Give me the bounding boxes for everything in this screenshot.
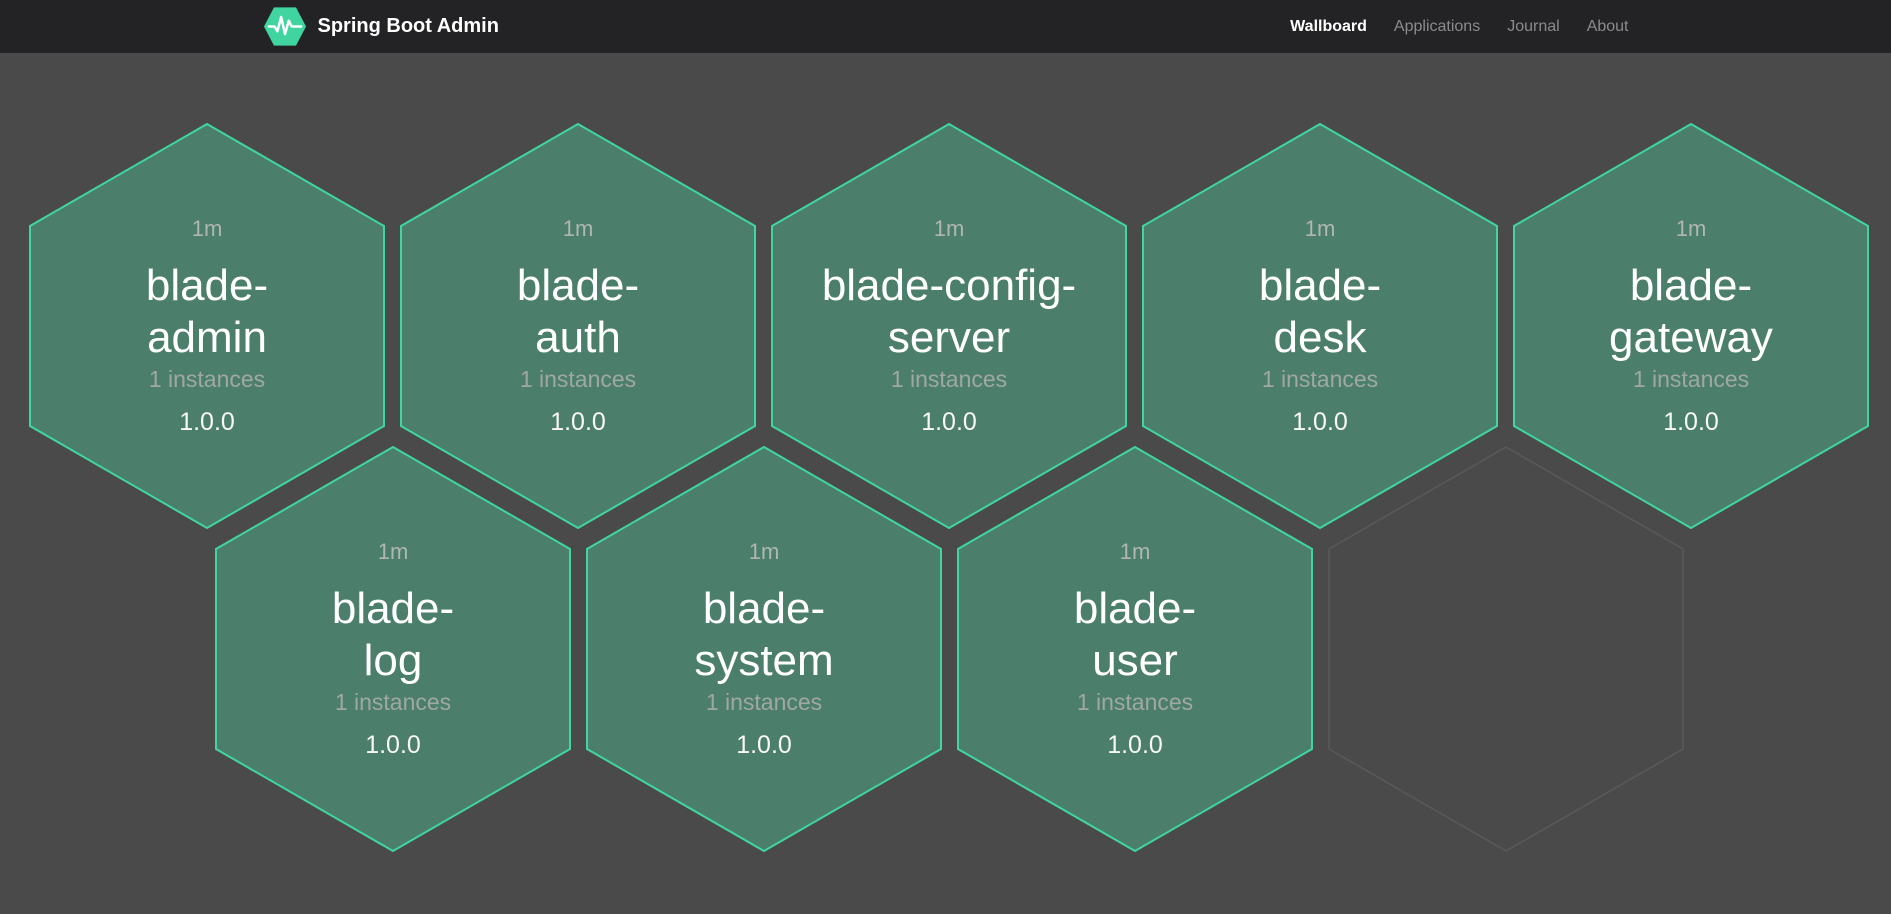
- app-uptime: 1m: [1304, 215, 1336, 241]
- nav-item-applications[interactable]: Applications: [1393, 17, 1481, 35]
- app-uptime: 1m: [748, 538, 780, 564]
- app-instances: 1 instances: [1076, 688, 1194, 715]
- hexagon-content: 1m blade- desk 1 instances 1.0.0: [1142, 123, 1498, 529]
- app-version: 1.0.0: [921, 407, 977, 436]
- hexagon-shape: [957, 446, 1313, 852]
- hexagon-content: 1m blade-config- server 1 instances 1.0.…: [771, 123, 1127, 529]
- hexagon-content: 1m blade- user 1 instances 1.0.0: [957, 446, 1313, 852]
- application-hexagon-blade-config-server[interactable]: 1m blade-config- server 1 instances 1.0.…: [771, 123, 1127, 529]
- app-version: 1.0.0: [1107, 730, 1163, 759]
- app-uptime: 1m: [1675, 215, 1707, 241]
- application-hexagon-blade-admin[interactable]: 1m blade- admin 1 instances 1.0.0: [29, 123, 385, 529]
- app-version: 1.0.0: [550, 407, 606, 436]
- application-hexagon-blade-user[interactable]: 1m blade- user 1 instances 1.0.0: [957, 446, 1313, 852]
- app-uptime: 1m: [562, 215, 594, 241]
- hexagon-shape: [771, 123, 1127, 529]
- app-version: 1.0.0: [1292, 407, 1348, 436]
- nav-menu: Wallboard Applications Journal About: [1290, 18, 1628, 36]
- app-instances: 1 instances: [519, 365, 637, 392]
- application-hexagon-blade-system[interactable]: 1m blade- system 1 instances 1.0.0: [586, 446, 942, 852]
- app-instances: 1 instances: [1632, 365, 1750, 392]
- app-name: blade- log: [331, 583, 455, 685]
- app-instances: 1 instances: [890, 365, 1008, 392]
- application-hexagon-blade-gateway[interactable]: 1m blade- gateway 1 instances 1.0.0: [1513, 123, 1869, 529]
- app-name: blade- gateway: [1609, 260, 1773, 362]
- hexagon-shape: [586, 446, 942, 852]
- brand-title: Spring Boot Admin: [317, 15, 499, 37]
- hexagon-content: 1m blade- admin 1 instances 1.0.0: [29, 123, 385, 529]
- hexagon-shape: [1513, 123, 1869, 529]
- hexagon-content: 1m blade- auth 1 instances 1.0.0: [400, 123, 756, 529]
- app-name: blade- desk: [1258, 260, 1382, 362]
- app-version: 1.0.0: [365, 730, 421, 759]
- hexagon-shape: [1142, 123, 1498, 529]
- hexagon-shape: [215, 446, 571, 852]
- brand-home-link[interactable]: Spring Boot Admin: [263, 6, 499, 47]
- app-name: blade- auth: [516, 260, 640, 362]
- app-instances: 1 instances: [334, 688, 452, 715]
- application-hexagon-blade-auth[interactable]: 1m blade- auth 1 instances 1.0.0: [400, 123, 756, 529]
- app-uptime: 1m: [933, 215, 965, 241]
- app-name: blade- admin: [145, 260, 269, 362]
- nav-item-journal[interactable]: Journal: [1507, 17, 1560, 35]
- app-version: 1.0.0: [736, 730, 792, 759]
- app-uptime: 1m: [191, 215, 223, 241]
- app-instances: 1 instances: [1261, 365, 1379, 392]
- pulse-hexagon-icon: [263, 6, 307, 47]
- empty-hexagon-slot: [1328, 446, 1684, 852]
- app-name: blade- user: [1073, 583, 1197, 685]
- application-hexagon-blade-desk[interactable]: 1m blade- desk 1 instances 1.0.0: [1142, 123, 1498, 529]
- app-instances: 1 instances: [705, 688, 823, 715]
- nav-item-about[interactable]: About: [1586, 17, 1629, 35]
- app-version: 1.0.0: [1663, 407, 1719, 436]
- wallboard-grid: 1m blade- admin 1 instances 1.0.0 1m bla…: [0, 53, 1891, 914]
- app-uptime: 1m: [377, 538, 409, 564]
- app-name: blade-config- server: [821, 260, 1077, 362]
- nav-item-wallboard[interactable]: Wallboard: [1290, 17, 1367, 35]
- app-version: 1.0.0: [179, 407, 235, 436]
- hexagon-shape: [29, 123, 385, 529]
- app-uptime: 1m: [1119, 538, 1151, 564]
- application-hexagon-blade-log[interactable]: 1m blade- log 1 instances 1.0.0: [215, 446, 571, 852]
- hexagon-content: 1m blade- gateway 1 instances 1.0.0: [1513, 123, 1869, 529]
- navbar-container: Spring Boot Admin Wallboard Applications J…: [263, 0, 1629, 53]
- top-navbar: Spring Boot Admin Wallboard Applications J…: [0, 0, 1891, 53]
- app-instances: 1 instances: [148, 365, 266, 392]
- app-name: blade- system: [694, 583, 834, 685]
- hexagon-content: 1m blade- log 1 instances 1.0.0: [215, 446, 571, 852]
- hexagon-content: 1m blade- system 1 instances 1.0.0: [586, 446, 942, 852]
- hexagon-shape: [400, 123, 756, 529]
- hexagon-shape: [1328, 446, 1684, 852]
